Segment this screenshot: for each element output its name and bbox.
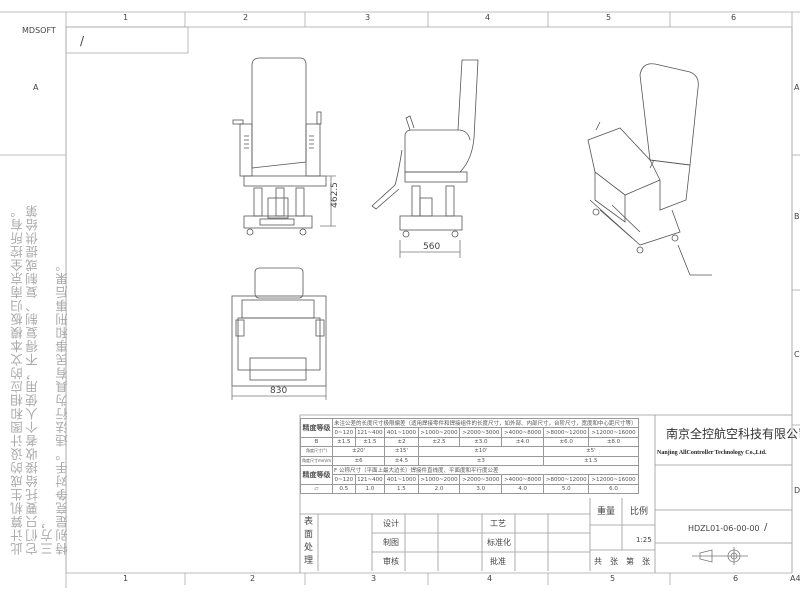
table-cell: 3.0 [459, 483, 503, 495]
review-label: 审核 [383, 557, 399, 566]
table-cell: 401~1000 [384, 474, 419, 485]
f-header: F 公称尺寸（平面上最大边长）焊接件直线度、平面度和平行度公差 [332, 464, 639, 476]
table-cell: 1.0 [354, 483, 386, 495]
table-cell: ±1.5 [332, 436, 356, 448]
table-cell: 2.0 [417, 483, 461, 495]
table-cell: ±4.0 [501, 436, 544, 448]
row-letter: D [794, 486, 800, 495]
column-number: 2 [250, 574, 256, 583]
table-cell: >1000~2000 [417, 427, 461, 438]
grade-label: 精度等级 [299, 464, 334, 485]
scale-value: 1:25 [636, 536, 652, 544]
column-number: 3 [365, 13, 371, 22]
linear-header: 未注公差的长度尺寸极限偏差（适用焊接零件和焊接组件的长度尺寸，如外部、内部尺寸，… [332, 417, 639, 429]
cell: ±1.5 [543, 455, 639, 466]
row-letter: A [33, 83, 39, 92]
angle-label: 角度尺寸mm/m [299, 455, 334, 466]
process-label: 工艺 [490, 519, 506, 528]
cell: ±4.5 [384, 455, 419, 466]
table-cell: 1.5 [384, 483, 419, 495]
cell: ±10' [417, 446, 545, 457]
copyright-notice: 此计算机生成的设计图和相应的文本模板归南京全控所有。 它们只要托给接收者个人使用… [10, 195, 70, 555]
table-cell: 0.5 [332, 483, 356, 495]
cell: ±3 [417, 455, 545, 466]
cell: ±20' [332, 446, 386, 457]
table-cell: >8000~12000 [542, 474, 590, 485]
company-name-cn: 南京全控航空科技有限公司 [666, 427, 800, 441]
table-cell: >8000~12000 [542, 427, 590, 438]
cell: ±15' [384, 446, 419, 457]
table-cell: >12000~16000 [588, 474, 639, 485]
table-cell: 401~1000 [384, 427, 419, 438]
weight-label: 重量 [597, 507, 616, 517]
table-cell: 121~400 [354, 474, 386, 485]
column-number: 6 [731, 13, 737, 22]
copyright-line: 它们只要托给接收者个人使用，不得复制、复制或提供给第三方， [25, 204, 55, 555]
revision: / [764, 522, 768, 533]
scale-label: 比例 [630, 507, 649, 517]
corner-mark: MDSOFT [22, 26, 56, 35]
standardization-label: 标准化 [487, 538, 511, 547]
isometric-view [587, 63, 712, 276]
row-letter: C [794, 350, 800, 359]
approval-label: 批准 [490, 557, 506, 566]
grade-b: B [299, 436, 334, 448]
side-width-dimension: 560 [423, 242, 441, 252]
table-cell: 5.0 [542, 483, 590, 495]
table-cell: ±2.5 [417, 436, 461, 448]
table-cell: ±1.5 [354, 436, 386, 448]
table-cell: >2000~3000 [459, 427, 503, 438]
row-letter: A [794, 83, 800, 92]
table-cell: ±2 [384, 436, 419, 448]
sheet-frame [0, 11, 800, 588]
front-view [232, 57, 336, 236]
table-cell: ±3.0 [459, 436, 503, 448]
table-cell: 6.0 [588, 483, 639, 495]
table-cell: >4000~8000 [501, 474, 544, 485]
cell: ±6 [332, 455, 386, 466]
drawing-number: HDZL01-06-00-00 [688, 524, 760, 533]
column-number: 1 [123, 574, 129, 583]
title-block-frame [299, 414, 792, 573]
front-height-dimension: 462.5 [329, 182, 340, 208]
top-width-dimension: 830 [270, 386, 288, 396]
column-number: 5 [606, 13, 612, 22]
table-cell: >1000~2000 [417, 474, 461, 485]
table-cell: ±6.0 [542, 436, 590, 448]
column-number: 2 [243, 13, 249, 22]
row-letter: B [794, 212, 800, 221]
projection-symbol-icon [692, 547, 748, 565]
sheet-count: 共 张 第 张 [594, 557, 650, 566]
top-view [231, 267, 327, 400]
column-number: 3 [371, 574, 377, 583]
table-cell: 4.0 [501, 483, 544, 495]
copyright-line: 此计算机生成的设计图和相应的文本模板归南京全控所有。 [10, 204, 25, 555]
column-number: 1 [123, 13, 129, 22]
table-cell: >4000~8000 [501, 427, 544, 438]
table-cell: 121~400 [354, 427, 386, 438]
column-number: 4 [487, 574, 493, 583]
grade-label: 精度等级 [299, 418, 334, 438]
table-cell: >12000~16000 [588, 427, 639, 438]
table-cell: 0~120 [332, 427, 356, 438]
tolerance-table: 精度等级未注公差的长度尺寸极限偏差（适用焊接零件和焊接组件的长度尺寸，如外部、内… [299, 417, 639, 495]
column-number: 6 [733, 574, 739, 583]
flatness-symbol-icon: ▱ [299, 483, 334, 495]
design-label: 设计 [383, 519, 399, 528]
cell: ±5' [543, 446, 639, 457]
side-view [371, 59, 479, 258]
table-cell: >2000~3000 [459, 474, 503, 485]
drafting-label: 制图 [383, 538, 399, 547]
company-name-en: Nanjing AllController Technology Co.,Ltd… [657, 450, 767, 456]
title-box-text: / [80, 34, 85, 48]
surface-treatment-label: 表面处理 [304, 517, 314, 566]
sheet-size: A4 [790, 574, 800, 583]
angle-label: 角度尺寸(°) [299, 446, 334, 457]
column-number: 4 [485, 13, 491, 22]
copyright-line: 特别是竞争对手。违法行为具有民事和刑事后果。 [55, 258, 70, 555]
table-cell: ±8.0 [588, 436, 639, 448]
table-cell: 0~120 [332, 474, 356, 485]
column-number: 5 [610, 574, 616, 583]
